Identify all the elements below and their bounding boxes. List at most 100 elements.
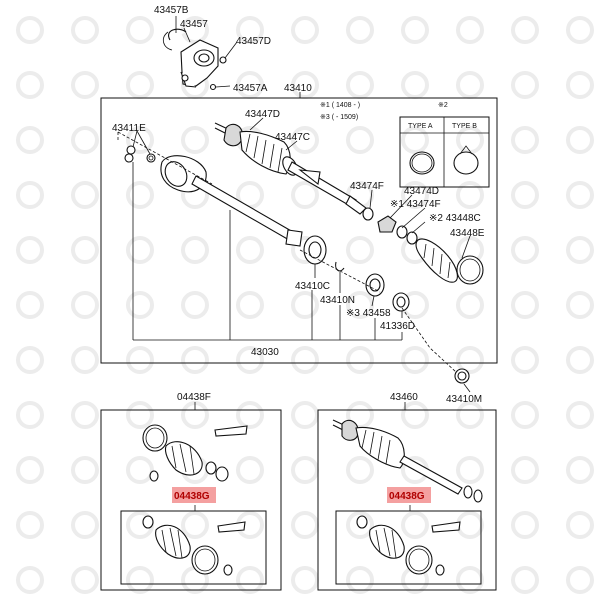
watermark-gear-icon	[511, 71, 539, 99]
note-2: ※2	[438, 102, 448, 109]
watermark-gear-icon	[511, 181, 539, 209]
outer-cv-joint	[214, 122, 298, 176]
watermark-gear-icon	[71, 401, 99, 429]
watermark-gear-icon	[126, 71, 154, 99]
small-clamp-parts	[362, 207, 418, 245]
inner-joint-housing	[160, 155, 303, 247]
label-43474d: 43474D	[404, 186, 439, 197]
watermark-gear-icon	[291, 16, 319, 44]
hub-43410m	[454, 368, 470, 384]
watermark-gear-icon	[71, 456, 99, 484]
watermark-gear-icon	[566, 346, 594, 374]
watermark-gear-icon	[566, 181, 594, 209]
label-43457a: 43457A	[233, 83, 268, 94]
watermark-gear-icon	[566, 16, 594, 44]
watermark-gear-icon	[566, 401, 594, 429]
label-43474f-b: ※1 43474F	[390, 199, 441, 210]
watermark-gear-icon	[16, 456, 44, 484]
watermark-gear-icon	[236, 566, 264, 594]
seal-43458	[365, 273, 385, 297]
label-43474f-a: 43474F	[350, 181, 384, 192]
label-43410m: 43410M	[446, 394, 482, 405]
watermark-gear-icon	[566, 126, 594, 154]
watermark-gear-icon	[401, 181, 429, 209]
watermark-gear-icon	[511, 236, 539, 264]
watermark-gear-icon	[456, 566, 484, 594]
watermark-gear-icon	[126, 401, 154, 429]
watermark-gear-icon	[16, 511, 44, 539]
watermark-gear-icon	[236, 401, 264, 429]
watermark-gear-icon	[346, 16, 374, 44]
watermark-gear-icon	[346, 346, 374, 374]
watermark-gear-icon	[71, 126, 99, 154]
right-kit-shaft-assembly	[332, 419, 483, 503]
watermark-gear-icon	[566, 566, 594, 594]
watermark-gear-icon	[566, 71, 594, 99]
label-43411e: 43411E	[112, 123, 146, 134]
watermark-gear-icon	[16, 71, 44, 99]
watermark-gear-icon	[126, 346, 154, 374]
assembly-bracket-43030	[132, 162, 403, 341]
watermark-gear-icon	[511, 291, 539, 319]
watermark-gear-icon	[401, 346, 429, 374]
watermark-gear-icon	[181, 291, 209, 319]
watermark-gear-icon	[456, 71, 484, 99]
label-43448c: ※2 43448C	[429, 213, 481, 224]
watermark-gear-icon	[456, 346, 484, 374]
watermark-gear-icon	[511, 126, 539, 154]
watermark-gear-icon	[401, 511, 429, 539]
watermark-gear-icon	[291, 126, 319, 154]
label-43457b: 43457B	[154, 5, 189, 16]
watermark-gear-icon	[16, 236, 44, 264]
watermark-gear-icon	[236, 16, 264, 44]
label-43447d: 43447D	[245, 109, 280, 120]
watermark-gear-icon	[566, 511, 594, 539]
watermark-gear-icon	[126, 236, 154, 264]
watermark-gear-icon	[126, 456, 154, 484]
watermark-gear-icon	[456, 126, 484, 154]
type-reference-box	[399, 116, 490, 188]
watermark-gear-icon	[566, 236, 594, 264]
label-43030: 43030	[251, 347, 279, 358]
watermark-gear-icon	[291, 456, 319, 484]
watermark-gear-icon	[16, 181, 44, 209]
watermark-gear-icon	[511, 401, 539, 429]
watermark-gear-icon	[511, 511, 539, 539]
watermark-gear-icon	[401, 71, 429, 99]
right-kit-frame	[317, 409, 497, 591]
watermark-gear-icon	[456, 291, 484, 319]
watermark-gear-icon	[456, 401, 484, 429]
watermark-gear-icon	[456, 456, 484, 484]
top-bearing-bracket	[162, 28, 227, 91]
label-43410: 43410	[284, 83, 312, 94]
highlight-right	[387, 487, 431, 503]
bearing-43410c	[303, 235, 327, 265]
label-43458: ※3 43458	[346, 308, 391, 319]
right-kit-lower-parts	[356, 515, 461, 576]
left-kit-lower-parts	[142, 515, 246, 576]
upper-drive-shaft	[287, 161, 367, 215]
watermark-gear-icon	[291, 71, 319, 99]
note-1: ※1 ( 1408 - )	[320, 102, 360, 109]
main-assembly-frame	[100, 97, 498, 364]
watermark-gear-icon	[16, 346, 44, 374]
watermark-gear-icon	[126, 16, 154, 44]
watermark-gear-icon	[181, 511, 209, 539]
watermark-gear-icon	[511, 16, 539, 44]
watermark-gear-icon	[236, 346, 264, 374]
dust-seal-small-left	[124, 145, 156, 163]
label-43410n: 43410N	[320, 295, 355, 306]
watermark-gear-icon	[71, 511, 99, 539]
watermark-gear-icon	[71, 236, 99, 264]
watermark-gear-icon	[401, 16, 429, 44]
label-04438g-left: 04438G	[174, 491, 210, 502]
watermark-gear-icon	[566, 291, 594, 319]
watermark-gear-icon	[291, 291, 319, 319]
label-04438f: 04438F	[177, 392, 211, 403]
note-3: ※3 ( - 1509)	[320, 114, 358, 121]
watermark-gear-icon	[511, 456, 539, 484]
watermark-gear-icon	[236, 236, 264, 264]
outer-boot-43448e	[415, 238, 484, 285]
watermark-gear-icon	[236, 291, 264, 319]
watermark-gear-icon	[16, 401, 44, 429]
